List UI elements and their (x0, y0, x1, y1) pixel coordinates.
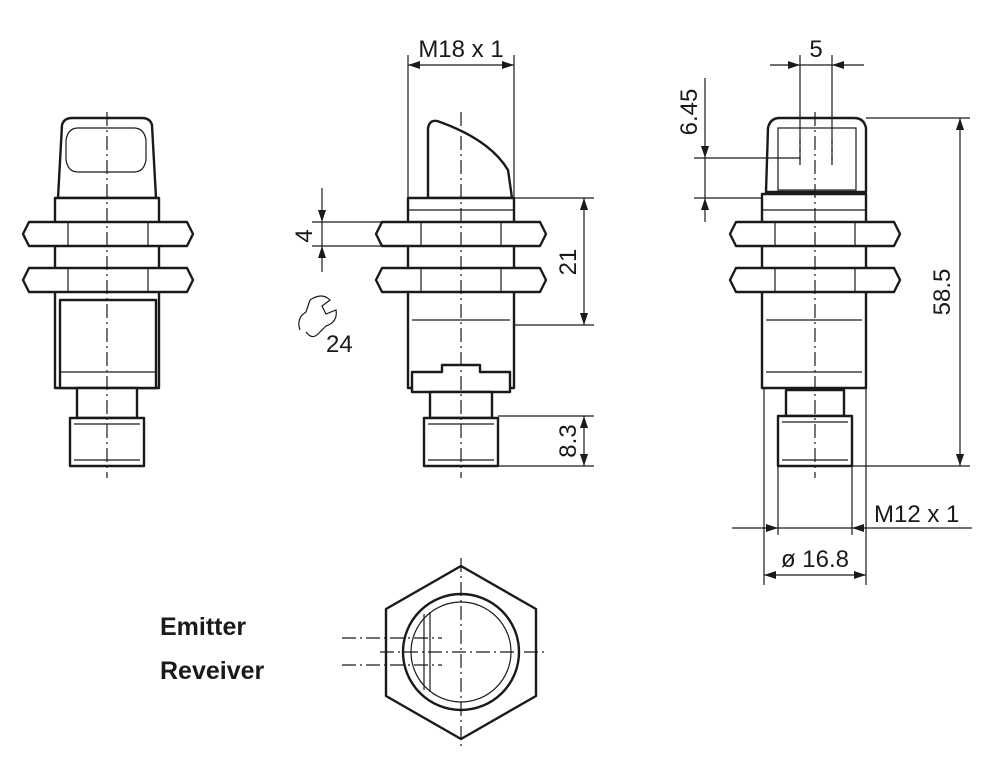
sensor-rear-view: 5 6.45 58.5 M12 x 1 ø 16.8 (676, 36, 972, 585)
receiver-label: Reveiver (160, 657, 265, 685)
window-offset-dimension: 6.45 (676, 89, 703, 136)
wrench-icon (298, 295, 337, 338)
thread-length-dimension: 21 (555, 249, 582, 276)
sensor-side-view: M18 x 1 4 24 21 8.3 (291, 36, 594, 478)
sensor-top-view (342, 558, 545, 748)
connector-length-dimension: 8.3 (555, 424, 582, 457)
nut-thickness-dimension: 4 (291, 229, 318, 242)
total-length-dimension: 58.5 (929, 269, 956, 316)
diameter-dimension: ø 16.8 (781, 546, 849, 573)
sensor-front-view (21, 112, 195, 478)
window-width-dimension: 5 (809, 36, 822, 63)
emitter-label: Emitter (160, 613, 246, 641)
thread-main-dimension: M18 x 1 (418, 36, 503, 63)
wrench-size-dimension: 24 (326, 331, 353, 358)
connector-thread-dimension: M12 x 1 (874, 501, 959, 528)
